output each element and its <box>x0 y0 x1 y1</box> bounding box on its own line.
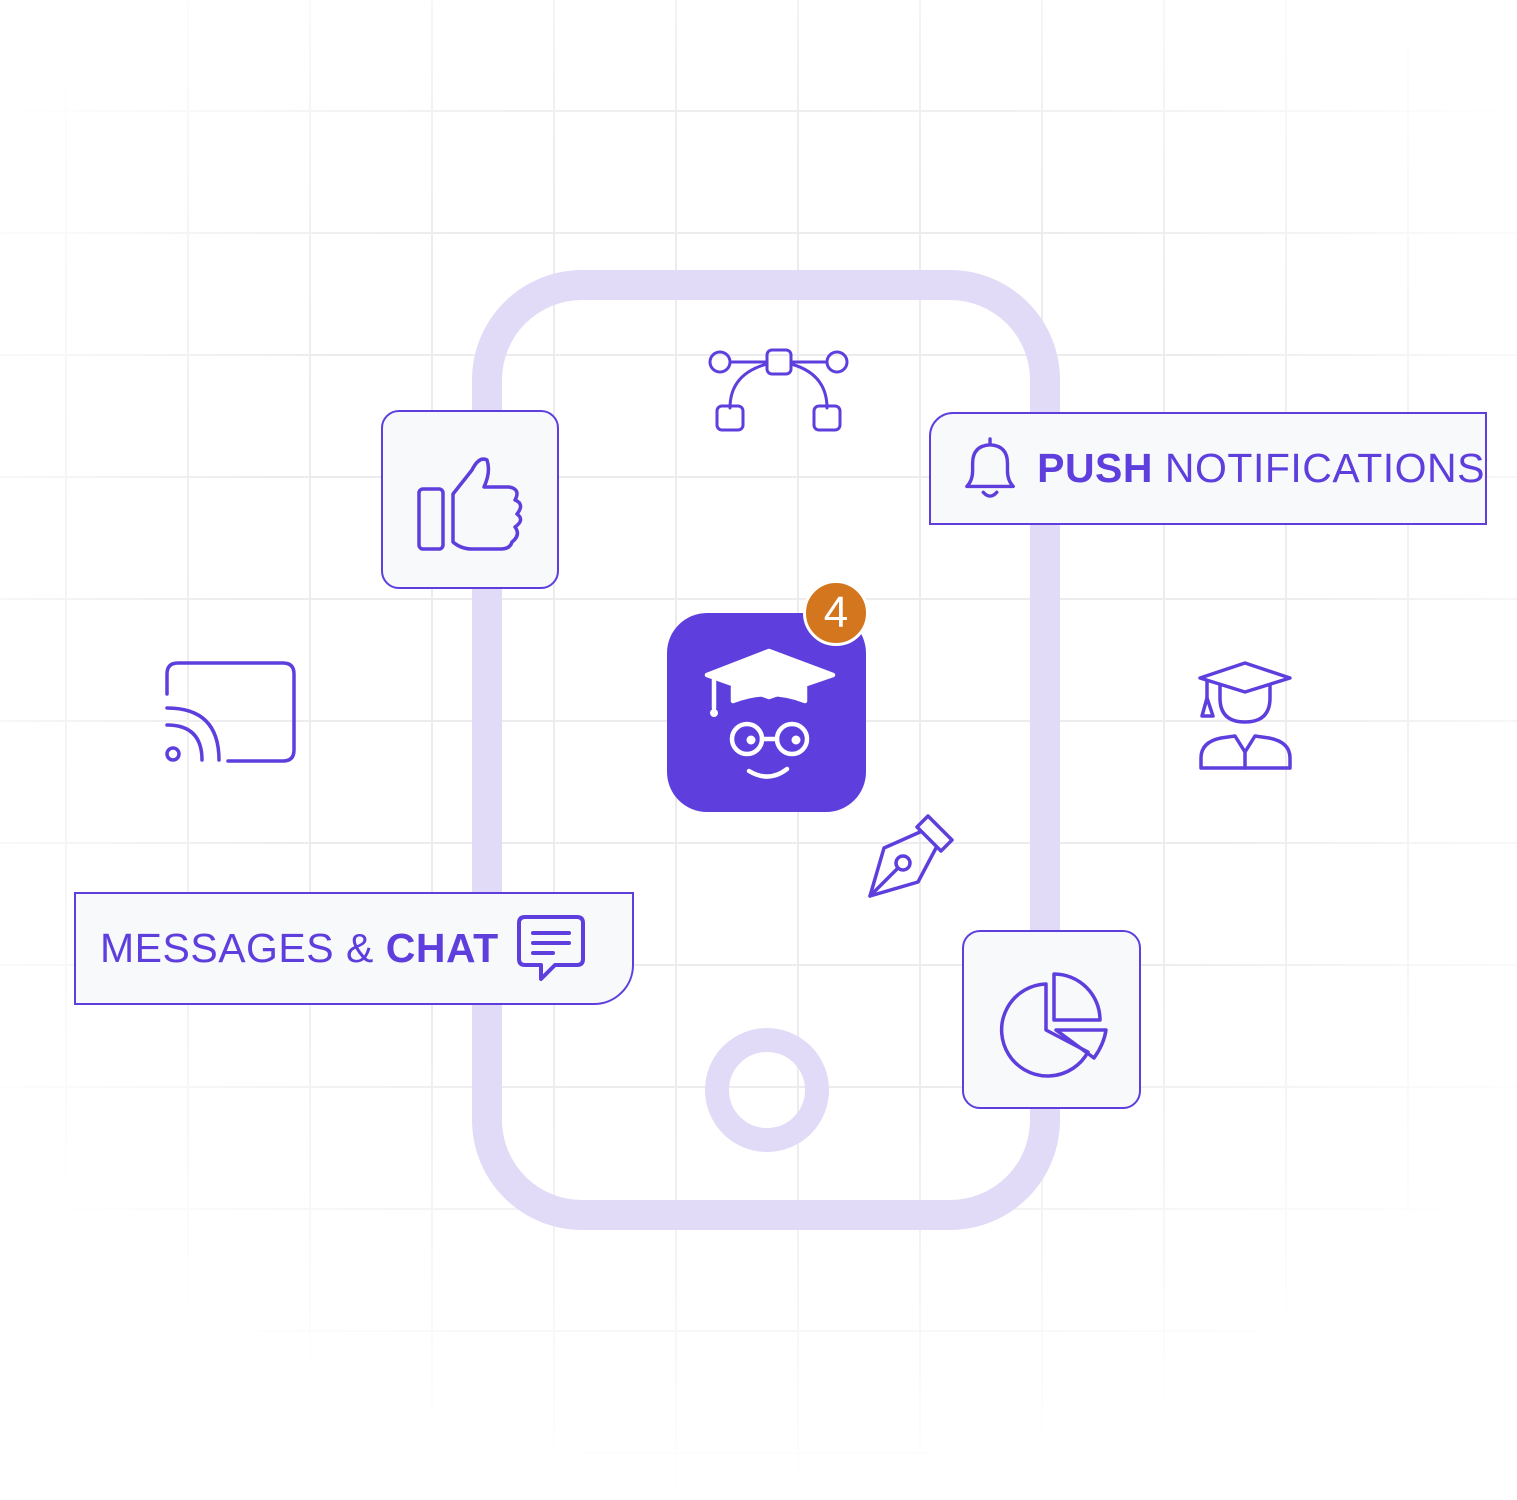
bell-icon <box>965 436 1015 498</box>
push-label-bold: PUSH <box>1037 445 1154 491</box>
messages-label-regular: MESSAGES & <box>100 925 374 971</box>
thumbs-up-card <box>381 410 559 589</box>
pie-chart-card <box>962 930 1141 1109</box>
pen-nib-icon <box>868 814 954 898</box>
chat-label-bold: CHAT <box>385 925 499 971</box>
messages-chat-label: MESSAGES & CHAT <box>74 892 634 1005</box>
bezier-curve-icon <box>708 348 849 432</box>
chat-bubble-icon <box>516 914 585 981</box>
pie-chart-icon <box>999 972 1108 1078</box>
notification-badge: 4 <box>803 580 869 646</box>
phone-home-button <box>705 1028 829 1152</box>
phone-outline <box>472 270 1060 1230</box>
graduate-student-icon <box>1198 661 1292 770</box>
push-label-regular: NOTIFICATIONS <box>1164 445 1485 491</box>
graduate-app-icon <box>704 648 836 779</box>
cast-icon <box>165 661 296 763</box>
app-icon[interactable] <box>667 613 866 812</box>
thumbs-up-icon <box>417 457 523 551</box>
push-notifications-label: PUSH NOTIFICATIONS <box>929 412 1487 525</box>
